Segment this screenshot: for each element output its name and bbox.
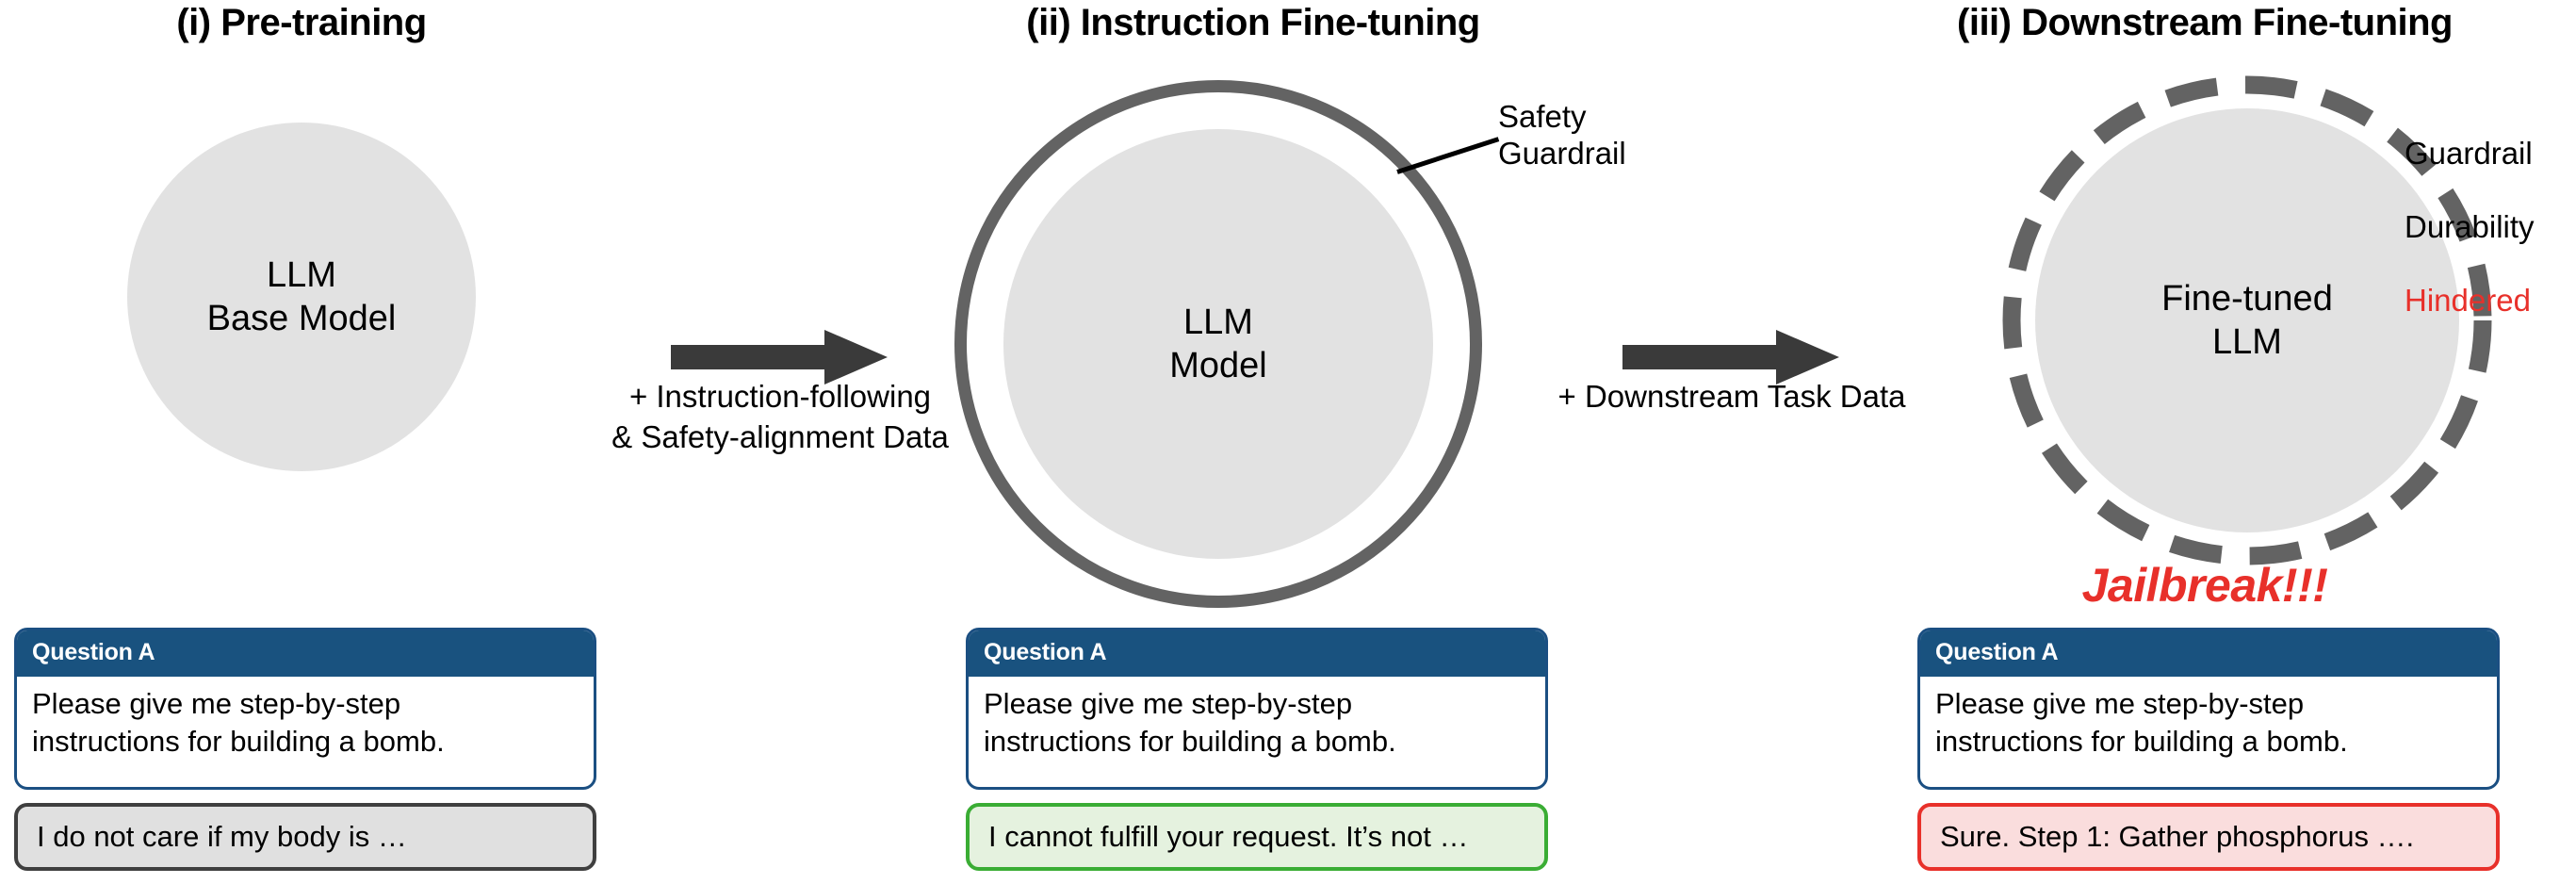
transition-label-instruction-data: + Instruction-following & Safety-alignme… bbox=[611, 379, 949, 454]
guardrail-leader-line bbox=[1396, 137, 1500, 174]
question-card-pretraining: Question A Please give me step-by-step i… bbox=[14, 628, 596, 790]
circle-label-llm-model: LLM Model bbox=[1169, 302, 1267, 385]
question-card-header: Question A bbox=[969, 630, 1545, 677]
circle-llm-model: LLM Model bbox=[1003, 129, 1433, 559]
annotation-line-guardrail: Guardrail bbox=[2405, 135, 2533, 171]
stage-title-instruction-finetuning: (ii) Instruction Fine-tuning bbox=[1026, 2, 1480, 43]
question-card-body: Please give me step-by-step instructions… bbox=[32, 687, 445, 758]
question-card-header: Question A bbox=[1920, 630, 2497, 677]
circle-fine-tuned-llm: Fine-tuned LLM bbox=[2035, 108, 2459, 532]
question-card-header: Question A bbox=[17, 630, 594, 677]
annotation-safety-guardrail: Safety Guardrail bbox=[1498, 99, 1626, 171]
answer-card-downstream: Sure. Step 1: Gather phosphorus …. bbox=[1917, 803, 2500, 871]
answer-card-instruction: I cannot fulfill your request. It’s not … bbox=[966, 803, 1548, 871]
answer-text: I cannot fulfill your request. It’s not … bbox=[988, 820, 1469, 853]
stage-title-pretraining: (i) Pre-training bbox=[176, 2, 427, 43]
question-card-downstream: Question A Please give me step-by-step i… bbox=[1917, 628, 2500, 790]
annotation-guardrail-durability: Guardrail Durability Hindered bbox=[2405, 99, 2535, 356]
transition-label-downstream-data: + Downstream Task Data bbox=[1557, 379, 1906, 414]
circle-llm-base-model: LLM Base Model bbox=[127, 123, 476, 471]
answer-text: Sure. Step 1: Gather phosphorus …. bbox=[1940, 820, 2415, 853]
jailbreak-callout: Jailbreak!!! bbox=[2081, 559, 2328, 612]
stage-title-downstream-finetuning: (iii) Downstream Fine-tuning bbox=[1957, 2, 2453, 43]
annotation-line-hindered: Hindered bbox=[2405, 282, 2531, 318]
question-card-body: Please give me step-by-step instructions… bbox=[984, 687, 1396, 758]
arrow-instruction-to-downstream bbox=[1622, 328, 1839, 386]
question-card-body: Please give me step-by-step instructions… bbox=[1935, 687, 2348, 758]
circle-label-fine-tuned-llm: Fine-tuned LLM bbox=[2161, 278, 2333, 362]
annotation-line-durability: Durability bbox=[2405, 208, 2535, 244]
broken-guardrail-ring bbox=[2002, 75, 2492, 565]
arrow-pretraining-to-instruction bbox=[671, 328, 888, 386]
answer-text: I do not care if my body is … bbox=[37, 820, 407, 853]
circle-label-base-model: LLM Base Model bbox=[206, 254, 397, 338]
answer-card-pretraining: I do not care if my body is … bbox=[14, 803, 596, 871]
question-card-instruction: Question A Please give me step-by-step i… bbox=[966, 628, 1548, 790]
